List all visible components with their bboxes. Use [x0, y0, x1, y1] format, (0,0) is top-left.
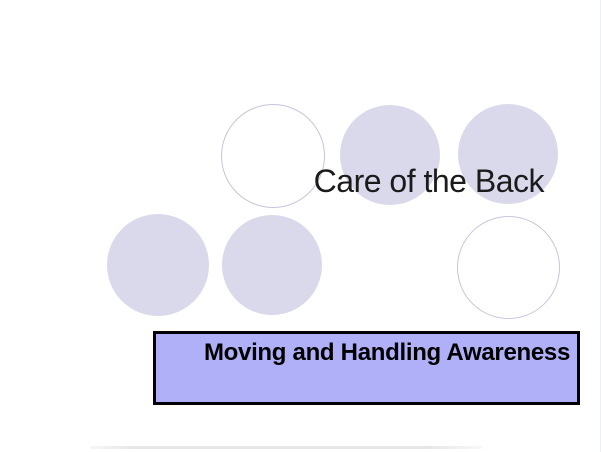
decor-circle-filled-top-middle	[340, 105, 440, 205]
decor-circle-outlined-top	[221, 104, 325, 208]
decor-circle-filled-bottom-left	[107, 214, 209, 316]
decor-circle-outlined-bottom-right	[457, 216, 560, 319]
bottom-edge-artifact	[90, 446, 482, 449]
slide-title: Care of the Back	[313, 163, 545, 199]
decor-circle-filled-bottom-middle	[222, 215, 322, 315]
subtitle-box: Moving and Handling Awareness	[153, 331, 580, 405]
decor-circle-filled-top-right	[458, 104, 558, 204]
subtitle-label: Moving and Handling Awareness	[203, 339, 570, 366]
